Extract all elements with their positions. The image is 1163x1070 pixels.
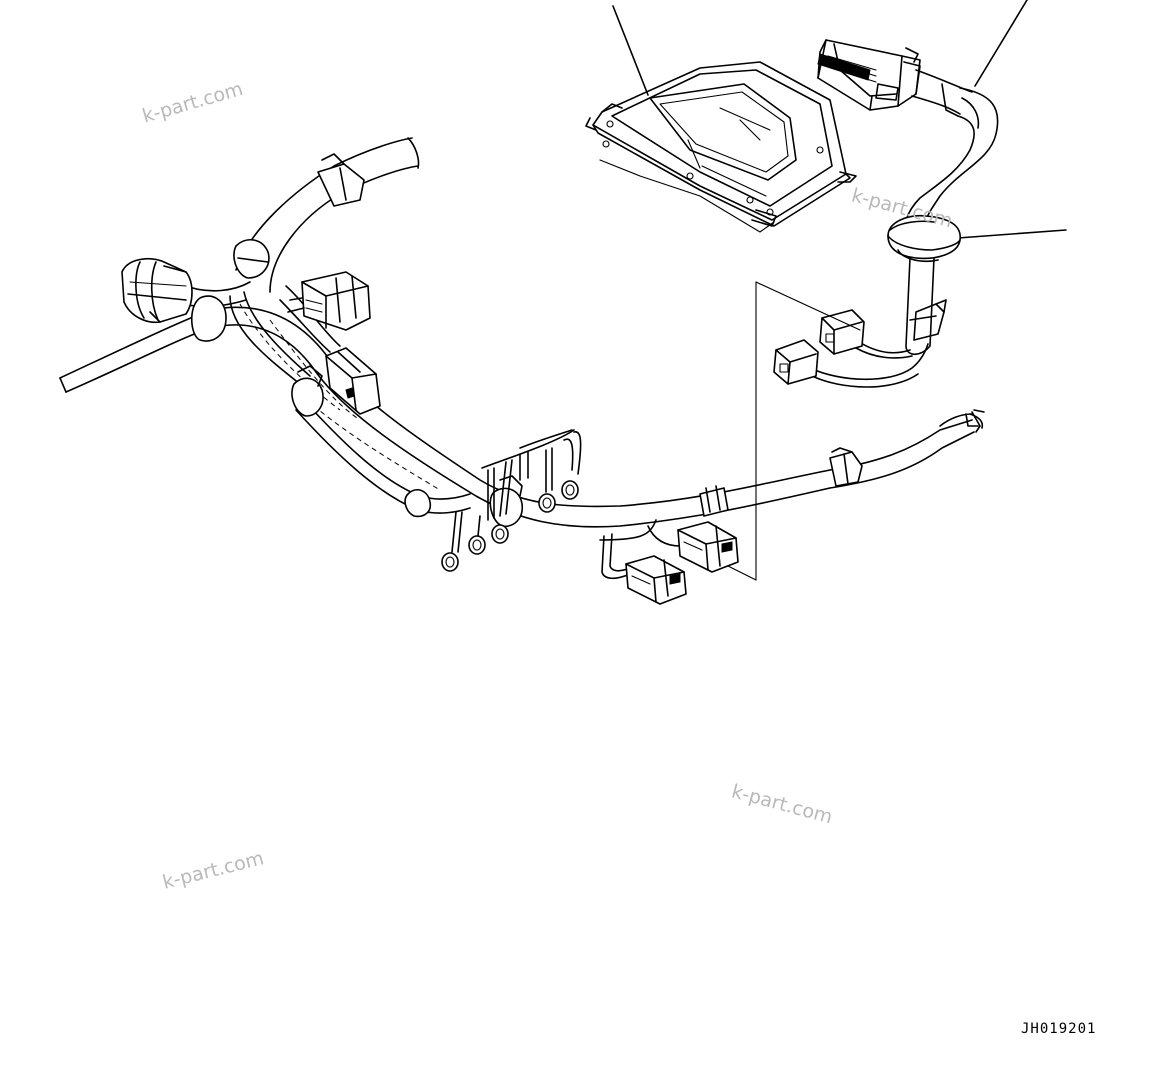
connector-small-upper (819, 309, 865, 355)
leader-lines (612, 0, 1067, 239)
connector-small-lower (773, 339, 819, 385)
relay-connectors (599, 519, 739, 605)
ecu-connector (817, 39, 921, 111)
controller-unit (585, 61, 857, 233)
harness-tail (939, 409, 985, 427)
ring-terminals (441, 429, 582, 572)
harness-clamps (190, 153, 863, 528)
connector-small-middle (325, 347, 381, 415)
connector-block-upper (287, 271, 371, 331)
ecu-harness (809, 69, 999, 388)
figure-code: JH019201 (1021, 1021, 1097, 1037)
connector-round-left (121, 258, 193, 324)
